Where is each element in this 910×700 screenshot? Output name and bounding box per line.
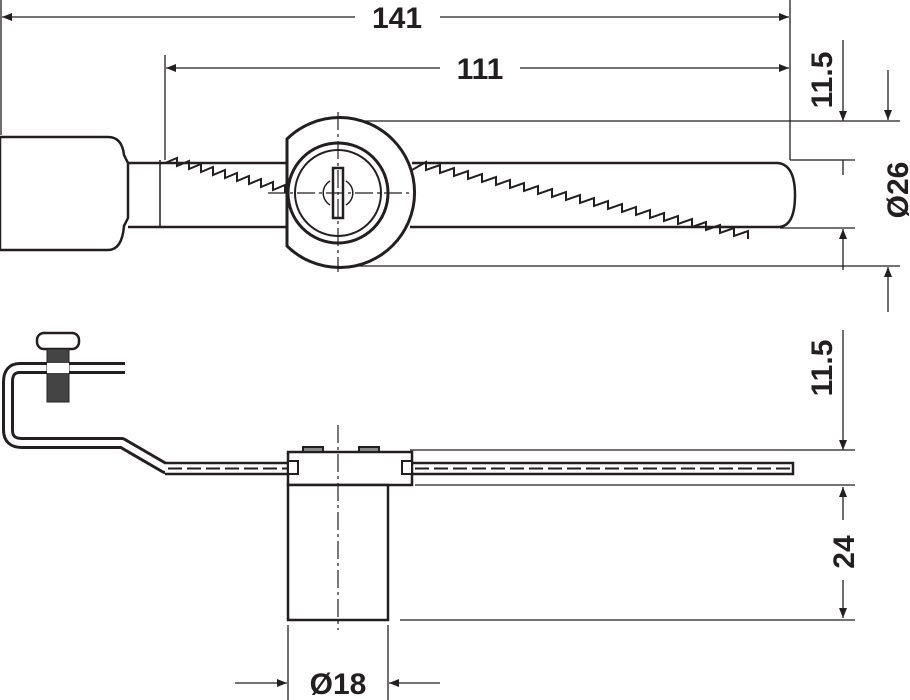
key-slot bbox=[322, 180, 354, 206]
dim-lock-diameter: Ø26 bbox=[882, 162, 910, 219]
dim-rack-length: 111 bbox=[457, 53, 504, 86]
screw-thread bbox=[46, 348, 70, 403]
dim-top-offset: 11.5 bbox=[806, 52, 839, 109]
rack-teeth bbox=[164, 156, 749, 239]
dimension-labels: 141 111 11.5 Ø26 11.5 24 Ø18 bbox=[310, 2, 910, 700]
housing-plate bbox=[286, 450, 414, 487]
grip bbox=[0, 135, 130, 252]
dim-cylinder-diameter: Ø18 bbox=[310, 668, 367, 700]
dim-housing-height: 24 bbox=[828, 535, 861, 569]
side-view bbox=[2, 331, 795, 630]
dim-overall-length: 141 bbox=[372, 2, 422, 35]
rack-bar bbox=[128, 161, 797, 229]
top-view bbox=[0, 112, 797, 272]
dim-bottom-offset: 11.5 bbox=[806, 340, 839, 397]
screw-head bbox=[35, 331, 81, 351]
